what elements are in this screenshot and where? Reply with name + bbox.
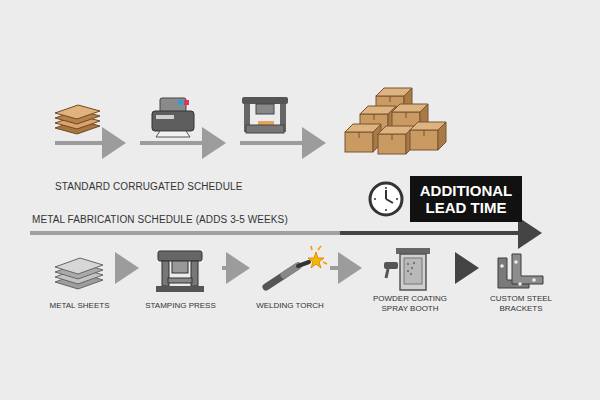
icon-space <box>141 248 220 294</box>
printer-icon <box>152 98 194 137</box>
clock-icon <box>370 183 402 215</box>
step-label: CUSTOM STEEL BRACKETS <box>485 294 557 314</box>
icon-space <box>252 248 328 294</box>
corrugated-sheets-icon <box>55 105 100 134</box>
process-step: METAL SHEETS <box>45 248 114 312</box>
step-label: STAMPING PRESS <box>145 301 216 311</box>
process-step: WELDING TORCH <box>252 248 328 312</box>
process-arrow <box>222 266 246 270</box>
process-arrow <box>330 266 358 270</box>
lead-time-box: ADDITIONAL LEAD TIME <box>410 176 522 222</box>
welding-torch-icon <box>266 246 327 287</box>
step-label: POWDER COATING SPRAY BOOTH <box>368 294 452 314</box>
steel-brackets-icon <box>498 254 543 288</box>
box-pile-icon <box>345 88 446 154</box>
process-arrow <box>116 266 135 270</box>
process-step: CUSTOM STEEL BRACKETS <box>481 248 561 315</box>
icon-space <box>481 248 561 294</box>
step-label: METAL SHEETS <box>49 301 109 311</box>
schedule-timeline <box>30 233 538 234</box>
process-step: STAMPING PRESS <box>141 248 220 312</box>
timeline-label: METAL FABRICATION SCHEDULE (ADDS 3-5 WEE… <box>32 214 288 225</box>
metal-sheets-icon <box>55 258 103 289</box>
stamping-press-icon <box>156 251 204 292</box>
icon-space <box>45 248 114 294</box>
icon-space <box>364 248 456 294</box>
process-step: POWDER COATING SPRAY BOOTH <box>364 248 456 315</box>
lead-time-text: ADDITIONAL LEAD TIME <box>416 182 516 216</box>
step-label: WELDING TORCH <box>256 301 324 311</box>
schedule-label: STANDARD CORRUGATED SCHEDULE <box>55 181 242 192</box>
spray-booth-icon <box>384 248 430 290</box>
process-arrow <box>458 266 475 270</box>
die-cutter-icon <box>242 97 288 133</box>
standard-arrows <box>55 143 322 144</box>
